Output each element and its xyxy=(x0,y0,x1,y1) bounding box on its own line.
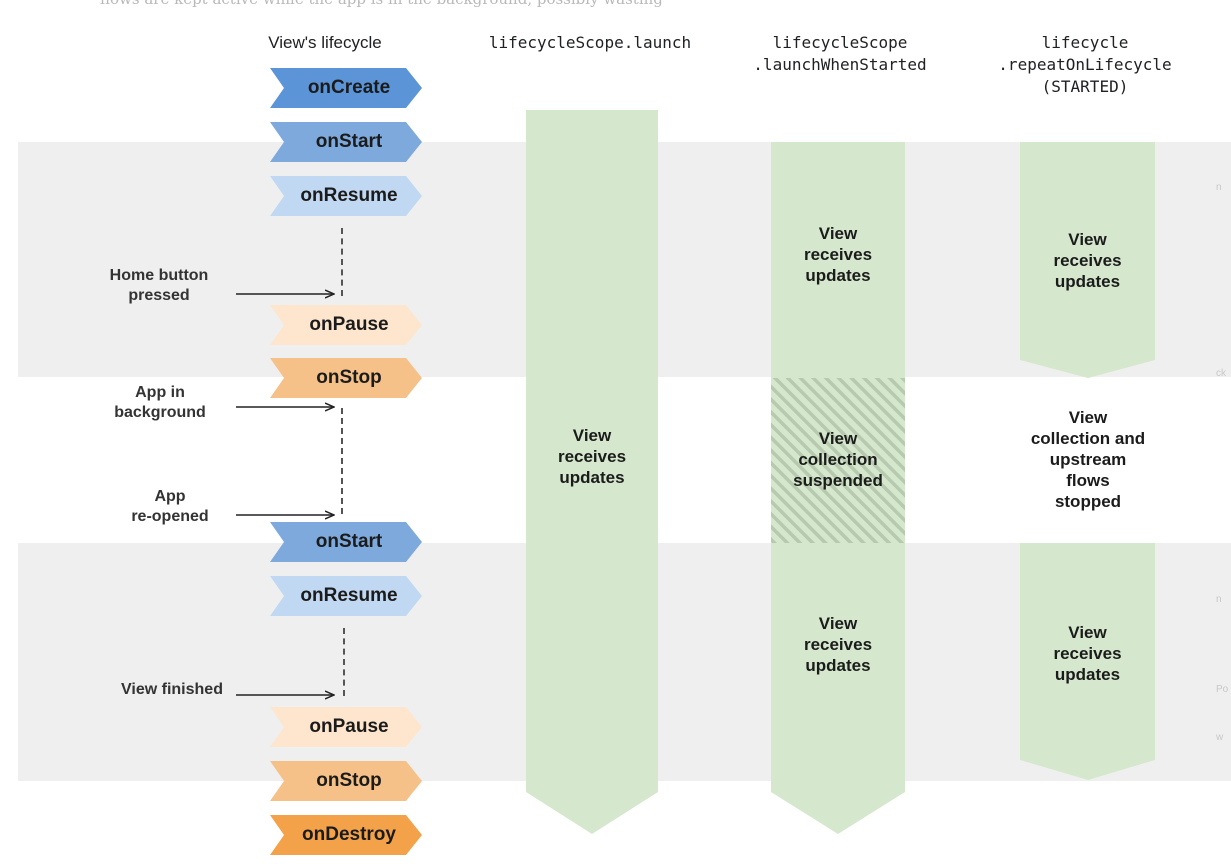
step-on-resume: onResume xyxy=(270,176,422,216)
caption-when-started-bottom: View receives updates xyxy=(771,613,905,676)
dashed-connector xyxy=(341,408,343,514)
caption-when-started-top: View receives updates xyxy=(771,223,905,286)
event-line: App in xyxy=(135,384,185,401)
header-launch-when-started: lifecycleScope .launchWhenStarted xyxy=(720,32,960,76)
step-on-pause: onPause xyxy=(270,305,422,345)
caption-line: View xyxy=(818,224,858,243)
caption-line: receives xyxy=(803,635,873,654)
step-on-pause: onPause xyxy=(270,707,422,747)
step-on-stop: onStop xyxy=(270,358,422,398)
caption-line: suspended xyxy=(793,471,883,490)
caption-repeat-top: View receives updates xyxy=(1020,229,1155,292)
header-repeat-on-lifecycle: lifecycle .repeatOnLifecycle (STARTED) xyxy=(965,32,1205,98)
step-on-stop: onStop xyxy=(270,761,422,801)
when-started-active-bottom xyxy=(771,543,905,834)
launch-active-arrow xyxy=(526,110,658,834)
event-app-reopened: App re-opened xyxy=(120,487,220,527)
step-on-create: onCreate xyxy=(270,68,422,108)
caption-line: updates xyxy=(1054,665,1121,684)
caption-line: View xyxy=(1068,230,1107,249)
caption-line: receives xyxy=(1053,644,1122,663)
cropped-side-text: w xyxy=(1216,732,1224,743)
when-started-active-top xyxy=(771,142,905,378)
event-line: App xyxy=(154,488,186,505)
caption-launch: View receives updates xyxy=(526,425,658,488)
caption-line: View xyxy=(572,426,612,445)
event-line: re-opened xyxy=(131,508,209,525)
cropped-side-text: n xyxy=(1216,182,1222,193)
caption-repeat-stopped: View collection and upstream flows stopp… xyxy=(1000,407,1176,512)
event-line: background xyxy=(114,404,206,421)
caption-line: updates xyxy=(805,656,871,675)
when-started-suspended xyxy=(771,378,905,543)
caption-line: View xyxy=(818,614,858,633)
caption-line: updates xyxy=(1054,272,1121,291)
caption-line: receives xyxy=(803,245,873,264)
header-repeat-line-3: (STARTED) xyxy=(1041,77,1129,96)
caption-line: flows xyxy=(1066,471,1110,490)
event-view-finished: View finished xyxy=(121,681,223,698)
header-launch-when-started-line-1: lifecycleScope xyxy=(772,33,908,52)
event-line: Home button xyxy=(109,267,209,284)
caption-repeat-bottom: View receives updates xyxy=(1020,622,1155,685)
dashed-connector xyxy=(343,628,345,696)
header-launch-when-started-line-2: .launchWhenStarted xyxy=(753,55,927,74)
repeat-active-bottom xyxy=(1020,543,1155,780)
step-on-destroy: onDestroy xyxy=(270,815,422,855)
caption-line: View xyxy=(1068,408,1108,427)
event-app-in-background: App in background xyxy=(110,383,210,423)
caption-when-started-suspended: View collection suspended xyxy=(771,428,905,491)
cropped-side-text: Po xyxy=(1216,684,1229,695)
caption-line: receives xyxy=(1053,251,1122,270)
caption-line: updates xyxy=(559,468,625,487)
dashed-connector xyxy=(341,228,343,296)
cropped-side-text: n xyxy=(1216,594,1222,605)
header-repeat-line-2: .repeatOnLifecycle xyxy=(998,55,1172,74)
cropped-article-text: flows are kept active while the app is i… xyxy=(100,0,663,8)
caption-line: stopped xyxy=(1054,492,1122,511)
step-on-resume: onResume xyxy=(270,576,422,616)
caption-line: receives xyxy=(557,447,627,466)
header-lifecycle: View's lifecycle xyxy=(268,33,382,52)
caption-line: updates xyxy=(805,266,871,285)
event-home-button-pressed: Home button pressed xyxy=(104,266,214,306)
step-on-start: onStart xyxy=(270,522,422,562)
header-launch: lifecycleScope.launch xyxy=(488,33,692,52)
caption-line: View xyxy=(1068,623,1107,642)
caption-line: collection and xyxy=(1030,429,1146,448)
caption-line: View xyxy=(818,429,858,448)
caption-line: upstream xyxy=(1049,450,1127,469)
step-on-start: onStart xyxy=(270,122,422,162)
repeat-active-top xyxy=(1020,142,1155,378)
event-line: pressed xyxy=(128,287,190,304)
cropped-side-text: ck xyxy=(1216,368,1226,379)
caption-line: collection xyxy=(798,450,878,469)
header-repeat-line-1: lifecycle xyxy=(1041,33,1129,52)
